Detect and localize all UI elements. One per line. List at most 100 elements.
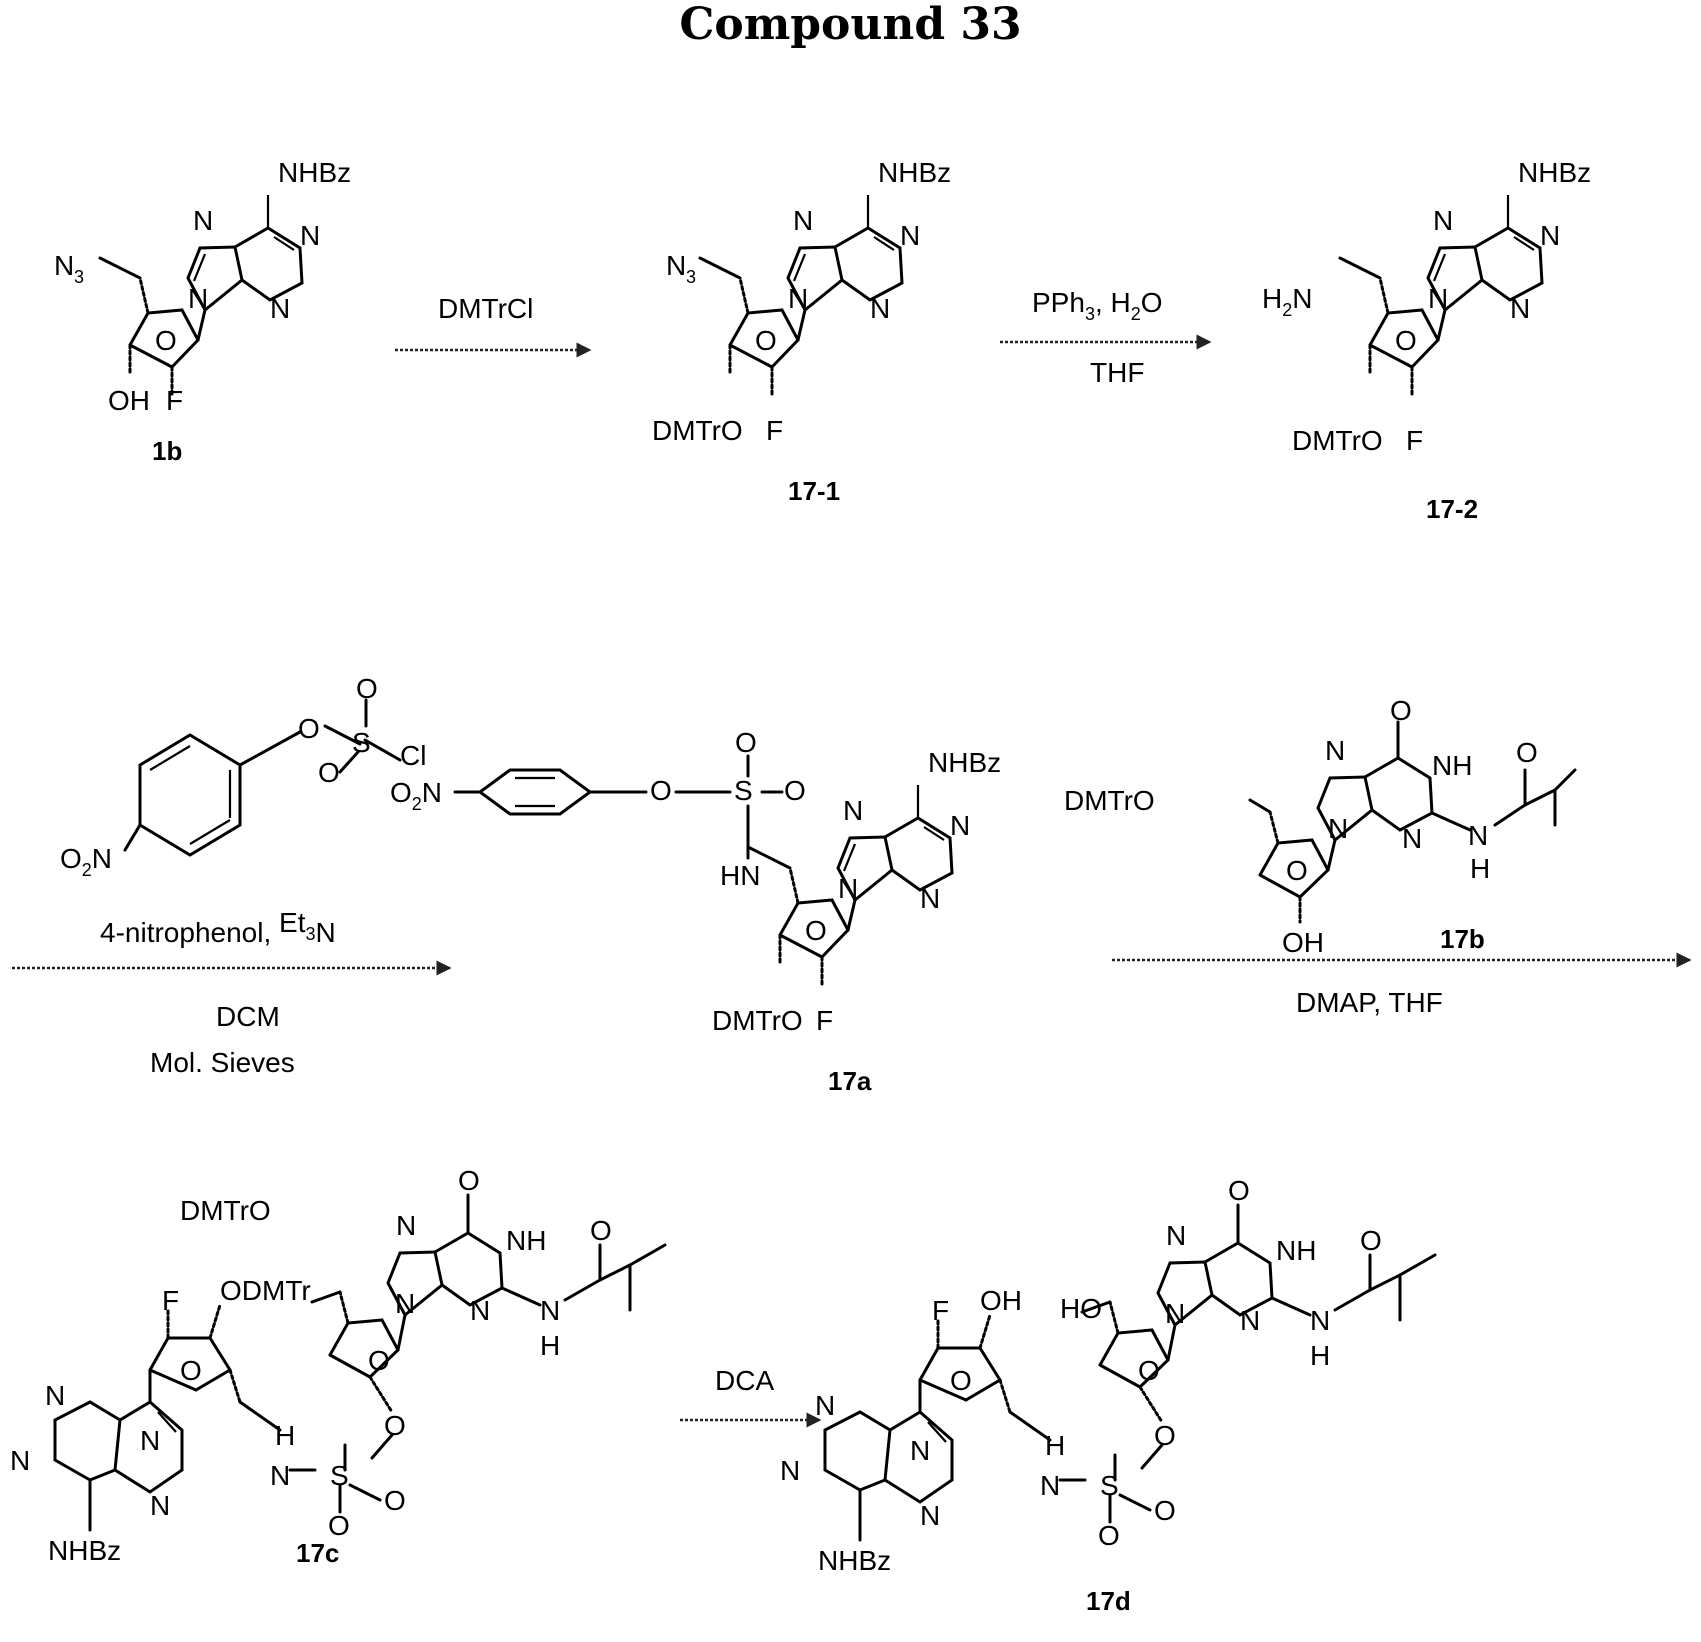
svg-text:HN: HN <box>720 860 760 891</box>
svg-text:F: F <box>1406 425 1423 456</box>
svg-text:N: N <box>1510 293 1530 324</box>
svg-text:N: N <box>950 810 970 841</box>
svg-text:N: N <box>45 1380 65 1411</box>
svg-text:S: S <box>352 727 371 758</box>
svg-text:H: H <box>1045 1430 1065 1461</box>
svg-text:O: O <box>298 713 320 744</box>
svg-text:N: N <box>1040 1470 1060 1501</box>
svg-text:NHBz: NHBz <box>818 1545 891 1576</box>
svg-text:N: N <box>396 1210 416 1241</box>
svg-text:N: N <box>1468 820 1488 851</box>
svg-text:O: O <box>784 775 806 806</box>
svg-text:N: N <box>838 873 858 904</box>
compound-label-17a: 17a <box>828 1066 872 1096</box>
svg-text:NHBz: NHBz <box>928 747 1001 778</box>
svg-text:N: N <box>920 883 940 914</box>
svg-text:NHBz: NHBz <box>1518 157 1591 188</box>
svg-text:O: O <box>356 673 378 704</box>
reagent-dmtrcl: DMTrCl <box>438 293 533 324</box>
compound-label-17c: 17c <box>296 1538 339 1568</box>
svg-text:N: N <box>140 1425 160 1456</box>
svg-text:N: N <box>395 1288 415 1319</box>
svg-text:DMTrO: DMTrO <box>180 1195 271 1226</box>
reagent-nitrophenyl-chlorosulfate: O S O O Cl O2N <box>60 673 426 880</box>
svg-text:O: O <box>590 1215 612 1246</box>
svg-text:N: N <box>10 1445 30 1476</box>
compound-label-17-2: 17-2 <box>1426 494 1478 524</box>
svg-text:H: H <box>275 1420 295 1451</box>
svg-text:O: O <box>368 1345 390 1376</box>
svg-text:O2N: O2N <box>60 843 112 880</box>
svg-text:N: N <box>793 205 813 236</box>
svg-text:N: N <box>470 1295 490 1326</box>
svg-text:OH: OH <box>980 1285 1022 1316</box>
svg-text:NH: NH <box>506 1225 546 1256</box>
svg-text:OH: OH <box>108 385 150 416</box>
svg-text:O: O <box>735 727 757 758</box>
svg-text:O: O <box>1098 1520 1120 1551</box>
reagent-dmap-thf: DMAP, THF <box>1296 987 1443 1018</box>
compound-label-1b: 1b <box>152 436 182 466</box>
compound-label-17b: 17b <box>1440 924 1485 954</box>
svg-text:N: N <box>788 283 808 314</box>
svg-text:F: F <box>162 1285 179 1316</box>
svg-text:N: N <box>1165 1298 1185 1329</box>
reagent-pph3-h2o: PPh3, H2O <box>1032 287 1163 324</box>
svg-text:N: N <box>1325 735 1345 766</box>
svg-text:O: O <box>805 915 827 946</box>
svg-text:O: O <box>650 775 672 806</box>
svg-text:N: N <box>1310 1305 1330 1336</box>
svg-text:N: N <box>1328 813 1348 844</box>
svg-text:O: O <box>1228 1175 1250 1206</box>
svg-text:N: N <box>150 1490 170 1521</box>
svg-text:N: N <box>900 220 920 251</box>
svg-text:3: 3 <box>686 267 696 287</box>
svg-text:N: N <box>270 293 290 324</box>
svg-text:O: O <box>384 1485 406 1516</box>
reagent-mol-sieves: Mol. Sieves <box>150 1047 295 1078</box>
svg-text:N: N <box>54 250 74 281</box>
svg-text:DMTrO: DMTrO <box>1292 425 1383 456</box>
svg-text:S: S <box>330 1460 349 1491</box>
svg-text:O: O <box>458 1165 480 1196</box>
svg-text:N: N <box>1433 205 1453 236</box>
svg-text:N: N <box>1428 283 1448 314</box>
svg-text:S: S <box>734 775 753 806</box>
svg-text:O: O <box>1516 737 1538 768</box>
compound-1b-structure: NHBz N N N N N 3 O OH F <box>54 157 351 416</box>
svg-text:F: F <box>932 1295 949 1326</box>
svg-text:O: O <box>755 325 777 356</box>
svg-text:DMTrO: DMTrO <box>652 415 743 446</box>
svg-text:N: N <box>540 1295 560 1326</box>
compound-17a-structure: NHBz N N N N O DMTrO F HN S O O O O2N <box>390 727 1001 1036</box>
svg-text:N: N <box>780 1455 800 1486</box>
svg-text:H: H <box>540 1330 560 1361</box>
svg-text:DMTrO: DMTrO <box>712 1005 803 1036</box>
svg-text:F: F <box>816 1005 833 1036</box>
svg-text:O: O <box>384 1410 406 1441</box>
svg-text:HO: HO <box>1060 1293 1102 1324</box>
svg-text:N: N <box>843 795 863 826</box>
svg-text:F: F <box>166 385 183 416</box>
svg-text:H: H <box>1470 853 1490 884</box>
compound-17b-structure: DMTrO N N N O NH N H O O OH <box>1064 695 1575 958</box>
svg-text:O: O <box>1154 1495 1176 1526</box>
svg-text:O: O <box>1154 1420 1176 1451</box>
svg-text:O: O <box>318 757 340 788</box>
svg-text:O: O <box>1395 325 1417 356</box>
reagent-dca: DCA <box>715 1365 774 1396</box>
svg-text:O: O <box>1286 855 1308 886</box>
svg-text:O: O <box>1390 695 1412 726</box>
svg-text:NH: NH <box>1276 1235 1316 1266</box>
compound-17-2-structure: NHBz N N N N H2N O DMTrO F <box>1262 157 1591 456</box>
svg-text:N: N <box>300 220 320 251</box>
svg-text:N: N <box>920 1500 940 1531</box>
svg-text:NHBz: NHBz <box>878 157 951 188</box>
reagent-dcm: DCM <box>216 1001 280 1032</box>
svg-text:3: 3 <box>74 267 84 287</box>
svg-text:O2N: O2N <box>390 777 442 814</box>
svg-text:N: N <box>666 250 686 281</box>
svg-text:N: N <box>1540 220 1560 251</box>
svg-text:N: N <box>188 283 208 314</box>
